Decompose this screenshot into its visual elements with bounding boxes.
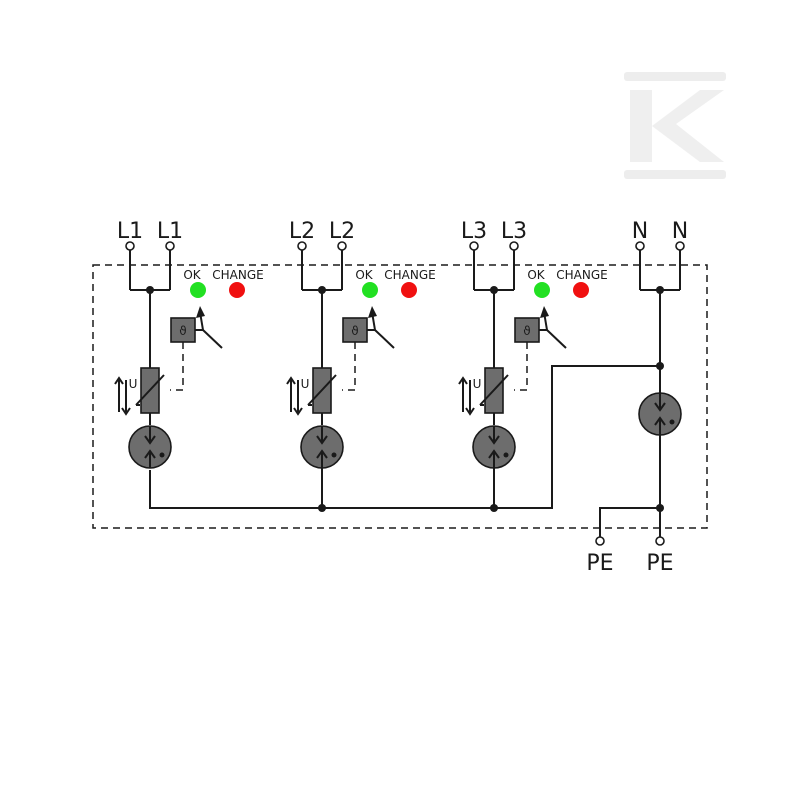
neutral-terminal-label: N [672,219,688,244]
neutral-terminal-label: N [632,219,648,244]
thermal-disconnector [514,317,540,343]
thermal-disconnector-symbol: ϑ [179,324,186,338]
thermal-disconnector-symbol: ϑ [351,324,358,338]
thermal-disconnector-symbol: ϑ [523,324,530,338]
gas-discharge-tube [472,425,516,469]
varistor: U [114,367,165,416]
change-indicator-label: CHANGE [384,268,435,282]
varistor: U [286,367,337,416]
pole-terminal-label: L3 [461,219,487,244]
pole-l3: L3 L3 OK CHANGE ϑ U [458,219,608,508]
enclosure-outline [92,264,708,529]
gas-discharge-tube [300,425,344,469]
change-status-led [573,282,589,298]
ok-status-led [534,282,550,298]
thermal-disconnector [342,317,368,343]
gas-discharge-tube [128,425,172,469]
pole-l2: L2 L2 OK CHANGE ϑ U [286,219,436,508]
pole-terminal-label: L1 [157,219,183,244]
pole-terminal-label: L2 [329,219,355,244]
ok-indicator-label: OK [527,268,545,282]
ok-indicator-label: OK [183,268,201,282]
ok-status-led [190,282,206,298]
varistor-symbol: U [129,377,138,391]
pole-terminal-label: L2 [289,219,315,244]
change-indicator-label: CHANGE [556,268,607,282]
varistor-symbol: U [301,377,310,391]
k-logo-watermark [624,72,726,179]
neutral-gas-discharge-tube [638,392,682,436]
earth-terminals: PE PE [586,507,674,576]
earth-terminal-label: PE [586,551,613,576]
neutral-pole: N N [632,219,688,512]
pole-terminal-label: L1 [117,219,143,244]
ok-status-led [362,282,378,298]
change-indicator-label: CHANGE [212,268,263,282]
pole-l1: L1 L1 OK CHANGE ϑ U [114,219,264,469]
ok-indicator-label: OK [355,268,373,282]
varistor-symbol: U [473,377,482,391]
pole-terminal-label: L3 [501,219,527,244]
varistor: U [458,367,509,416]
earth-terminal-label: PE [646,551,673,576]
change-status-led [401,282,417,298]
bottom-bus-line [149,365,660,509]
change-status-led [229,282,245,298]
